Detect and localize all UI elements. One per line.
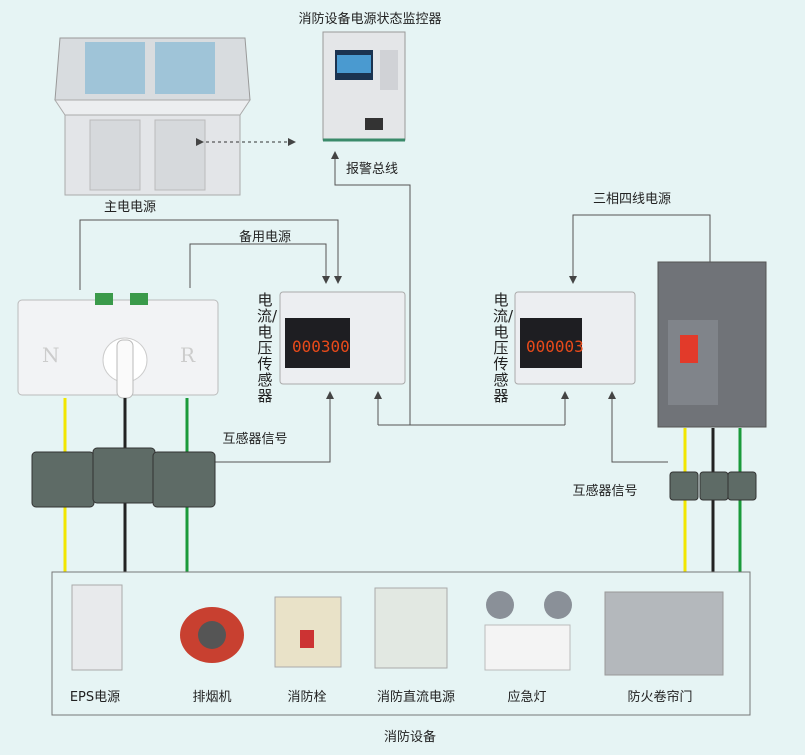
svg-text:000003: 000003 [526,337,584,356]
equipment-label-fire-shutter: 防火卷帘门 [627,690,693,705]
ats-switch: N R [17,293,219,399]
sensor-right-label: 电流/电压传感器 [493,291,514,405]
control-console [54,37,251,196]
current-transformers [31,447,757,508]
ct-signal-line-right [608,391,668,463]
fire-equipment-label: 消防设备 [383,730,437,745]
equipment-label-eps: EPS电源 [69,690,121,705]
sensor-right-device: 000003 [514,291,636,385]
circuit-breaker [657,261,767,428]
equipment-label-smoke-fan: 排烟机 [192,690,232,705]
fire-equipment-box [51,571,751,716]
equipment-icons [71,584,724,676]
ct-signal-right-label: 互感器信号 [572,484,638,499]
main-power-line [79,219,342,290]
main-power-label: 主电电源 [103,200,157,215]
svg-text:000300: 000300 [292,337,350,356]
equipment-label-hydrant: 消防栓 [287,690,327,705]
svg-text:R: R [180,343,196,367]
equipment-label-emergency-light: 应急灯 [507,690,547,705]
svg-text:N: N [42,343,60,367]
ct-signal-line-left [215,391,334,463]
three-phase-power-label: 三相四线电源 [592,192,672,207]
ct-signal-left-label: 互感器信号 [222,432,288,447]
monitor-label: 消防设备电源状态监控器 [298,12,442,27]
alarm-bus-label: 报警总线 [345,162,399,177]
backup-power-label: 备用电源 [238,230,292,245]
sensor-left-label: 电流/电压传感器 [257,291,278,405]
alarm-bus-line [331,151,411,425]
equipment-label-dc-power: 消防直流电源 [376,690,456,705]
monitor-device [322,31,406,142]
backup-power-line [189,243,330,288]
three-phase-power-line [569,214,711,284]
sensor-left-device: 000300 [279,291,406,385]
